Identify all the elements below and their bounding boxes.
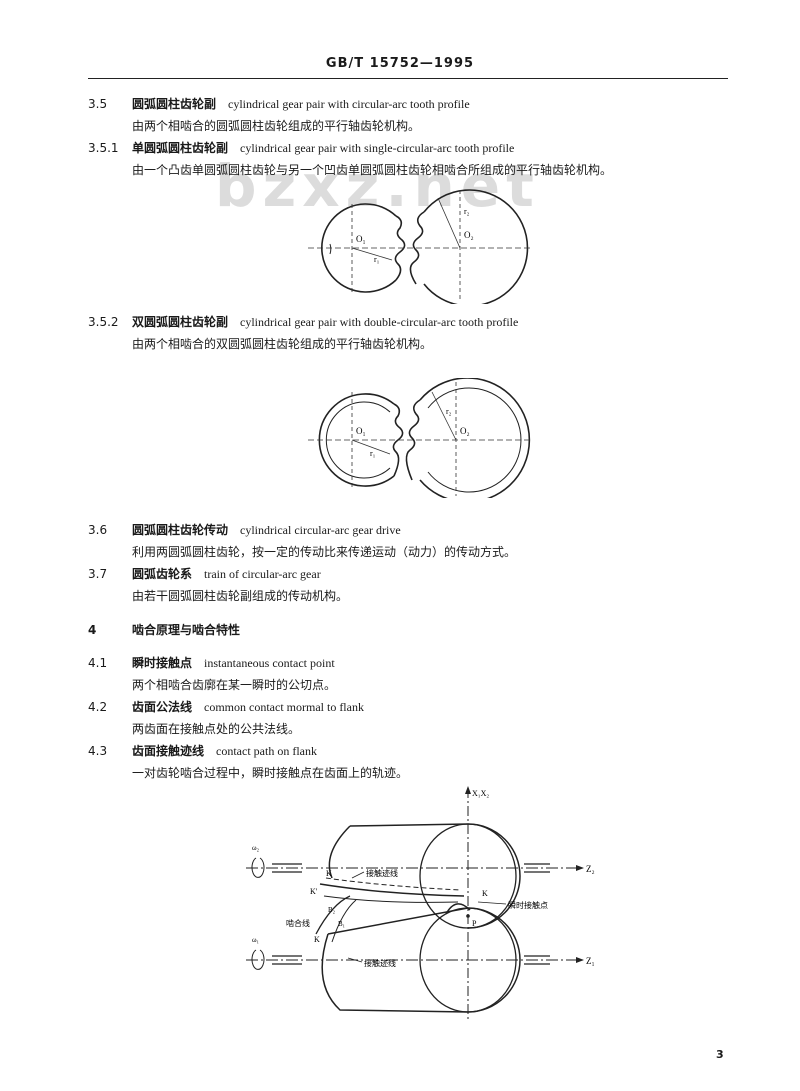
convex-gear-teeth (394, 215, 406, 281)
fig3-omega1: ω₁ (252, 936, 259, 944)
fig3-p: P (472, 919, 477, 928)
lower-cylinder-outline (321, 907, 521, 1013)
entry-4-3-definition: 一对齿轮啮合过程中，瞬时接触点在齿面上的轨迹。 (132, 766, 409, 780)
header-rule (88, 78, 728, 79)
concave-gear-teeth (409, 211, 425, 285)
tooth-profile (445, 903, 471, 915)
fig3-k-right: K (482, 889, 488, 898)
fig3-b1: B₁ (338, 920, 345, 928)
fig3-contact-path-bottom: 接触迹线 (364, 958, 396, 968)
fig1-label-r2: r₂ (464, 207, 470, 216)
fig3-k-prime: K' (310, 887, 318, 896)
figure-single-arc-gear-pair: r₂ O₂ O₁ r₁ (308, 189, 532, 304)
fig3-b2: B₂ (328, 906, 336, 914)
figure-double-arc-gear-pair: r₂ O₂ O₁ r₁ (308, 378, 532, 498)
fig3-omega2: ω₂ (252, 844, 260, 852)
fig3-k-top: K (326, 869, 332, 878)
entry-3-6-definition: 利用两圆弧圆柱齿轮，按一定的传动比来传递运动（动力）的传动方式。 (132, 545, 517, 559)
fig1-label-o2: O₂ (464, 230, 474, 240)
entry-4-1-definition: 两个相啮合齿廓在某一瞬时的公切点。 (132, 678, 337, 692)
fig3-mesh-line: 啮合线 (286, 918, 310, 928)
fig3-contact-path-top: 接触迹线 (366, 868, 398, 878)
gear2-teeth (405, 399, 421, 481)
fig2-label-r2: r₂ (446, 407, 452, 416)
fig3-axis-label: X₁X₂ (472, 789, 489, 798)
page-header: GB/T 15752—1995 (325, 56, 475, 71)
upper-cylinder-end (419, 823, 517, 929)
gear1-teeth (392, 403, 404, 477)
concave-gear-outline (423, 189, 529, 304)
mesh-line (315, 895, 351, 935)
gear2-outline (419, 378, 531, 498)
entry-3-5-2-definition: 由两个相啮合的双圆弧圆柱齿轮组成的平行轴齿轮机构。 (132, 337, 433, 351)
figure-contact-path-on-flank: X₁X₂ ω₂ ω₁ Z₂ Z₁ 接触迹线 接触迹线 啮合线 瞬时接触点 K K… (246, 786, 595, 1020)
entry-3-5-1-definition: 由一个凸齿单圆弧圆柱齿轮与另一个凹齿单圆弧圆柱齿轮相啮合所组成的平行轴齿轮机构。 (132, 163, 613, 177)
omega1-rotation-arrow (251, 949, 265, 970)
fig3-k-bottom: K (314, 935, 320, 944)
fig2-label-r1: r₁ (370, 449, 376, 458)
entry-3-7-definition: 由若干圆弧圆柱齿轮副组成的传动机构。 (132, 589, 349, 603)
fig1-label-o1: O₁ (356, 234, 366, 244)
watermark: bzxz.net (215, 152, 540, 220)
entry-3-5-definition: 由两个相啮合的圆弧圆柱齿轮组成的平行轴齿轮机构。 (132, 119, 421, 133)
entry-4-2-definition: 两齿面在接触点处的公共法线。 (132, 722, 301, 736)
fig3-z1: Z₁ (586, 956, 595, 966)
fig3-z2: Z₂ (586, 864, 595, 874)
omega2-rotation-arrow (251, 857, 265, 878)
fig2-label-o1: O₁ (356, 426, 366, 436)
fig1-label-r1: r₁ (374, 255, 380, 264)
fig3-instant-point: 瞬时接触点 (508, 900, 548, 910)
page-number: 3 (716, 1048, 724, 1061)
fig2-label-o2: O₂ (460, 426, 470, 436)
